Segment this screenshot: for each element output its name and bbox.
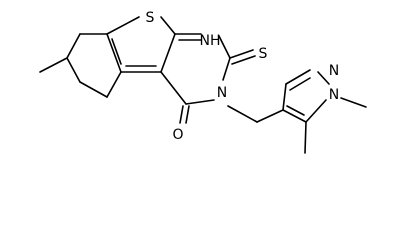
structure-svg: S NH S N O N N <box>39 10 367 154</box>
bond <box>317 71 330 85</box>
atom-label-n-pyrazole-1: N <box>329 87 339 103</box>
cyclohexene-ring <box>39 33 122 98</box>
bond <box>160 71 187 105</box>
molecule-structure-diagram: S NH S N O N N <box>39 10 367 154</box>
atom-label-s-thione: S <box>259 46 268 62</box>
pyrazole-ring <box>282 69 367 154</box>
carbonyl-double-bond <box>185 105 190 124</box>
methylene-linker <box>227 105 284 123</box>
bond <box>185 99 215 105</box>
bond <box>66 57 81 83</box>
bond <box>218 35 231 59</box>
bond <box>256 109 284 123</box>
bond <box>79 81 108 98</box>
bond <box>285 69 311 85</box>
thiophene-ring <box>106 16 176 73</box>
double-bond-inner <box>286 105 305 116</box>
double-bond-inner <box>289 77 311 91</box>
atom-label-n-ring: N <box>217 85 227 101</box>
bond <box>305 99 327 123</box>
bond <box>106 16 140 35</box>
atom-label-s-thiophene: S <box>146 10 155 26</box>
atom-label-o-carbonyl: O <box>172 127 183 143</box>
atom-label-nh: NH <box>200 33 221 49</box>
bond <box>282 83 287 111</box>
atom-label-n-pyrazole-2: N <box>329 63 339 79</box>
n-methyl-bond <box>340 97 367 108</box>
bond <box>227 105 258 123</box>
double-bond-inner <box>111 38 122 65</box>
methyl-bond <box>39 57 68 73</box>
carbonyl-double-bond <box>179 105 184 124</box>
thione-double-bond <box>229 49 254 59</box>
thione-group <box>229 49 256 65</box>
bond <box>160 33 176 73</box>
bond <box>66 33 81 59</box>
c-methyl-bond <box>304 121 307 154</box>
pyrimidine-ring <box>160 33 231 105</box>
carbonyl-group <box>179 105 190 124</box>
bond <box>106 33 122 73</box>
thione-double-bond <box>231 55 256 65</box>
bond <box>282 109 307 123</box>
bond <box>160 16 176 35</box>
bond <box>222 57 231 81</box>
bond <box>106 71 122 98</box>
